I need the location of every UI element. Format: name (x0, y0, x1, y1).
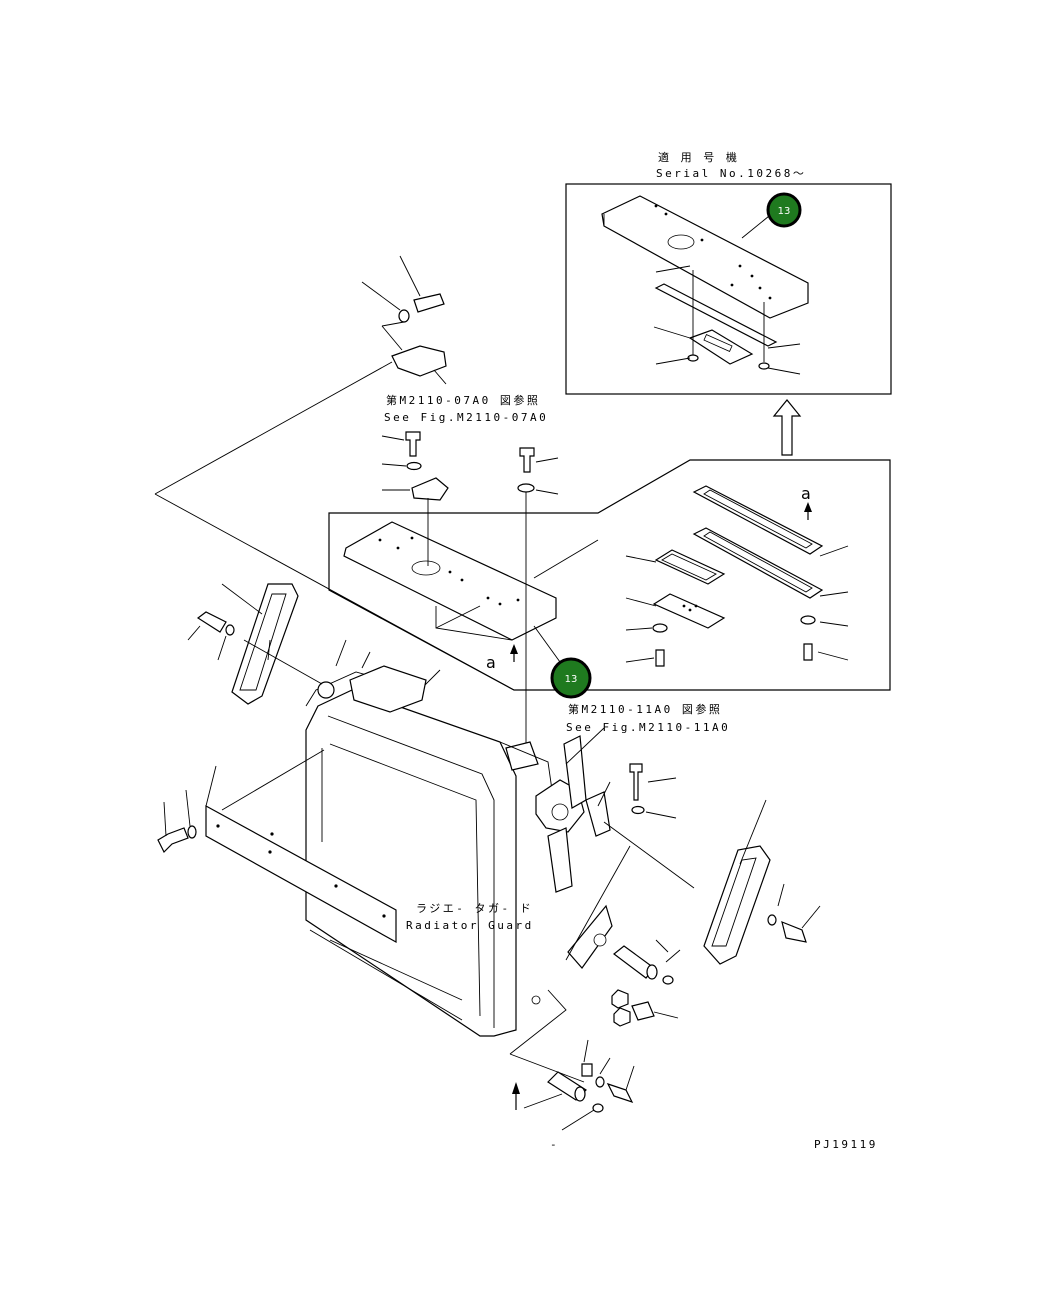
up-arrow-icon (772, 399, 802, 456)
callout-13-top[interactable]: 13 (766, 192, 802, 228)
callout-13-top-label: 13 (778, 206, 791, 217)
serial-detail-box (565, 183, 892, 395)
callout-13-middle-label: 13 (565, 674, 578, 685)
drawing-number: PJ19119 (814, 1138, 878, 1151)
ref2-label-en: See Fig.M2110-11A0 (566, 721, 730, 734)
view-a-label-1: a (801, 484, 811, 503)
serial-label-en: Serial No.10268～ (656, 167, 806, 180)
view-a-label-2: a (486, 653, 496, 672)
callout-13-middle[interactable]: 13 (550, 657, 592, 699)
cover-assembly-frame (328, 459, 891, 691)
guard-label-jp: ラジエ- タガ- ド (416, 902, 533, 915)
serial-label-jp: 適 用 号 機 (658, 150, 739, 164)
ref1-label-en: See Fig.M2110-07A0 (384, 411, 548, 424)
guard-label-en: Radiator Guard (406, 919, 534, 932)
upper-fasteners (381, 431, 559, 760)
stray-dash: - (550, 1138, 559, 1151)
ref1-label-jp: 第M2110-07A0 図参照 (386, 393, 540, 407)
ref2-label-jp: 第M2110-11A0 図参照 (568, 702, 722, 716)
radiator-assembly (157, 583, 821, 1131)
bracket-reference (154, 255, 515, 691)
